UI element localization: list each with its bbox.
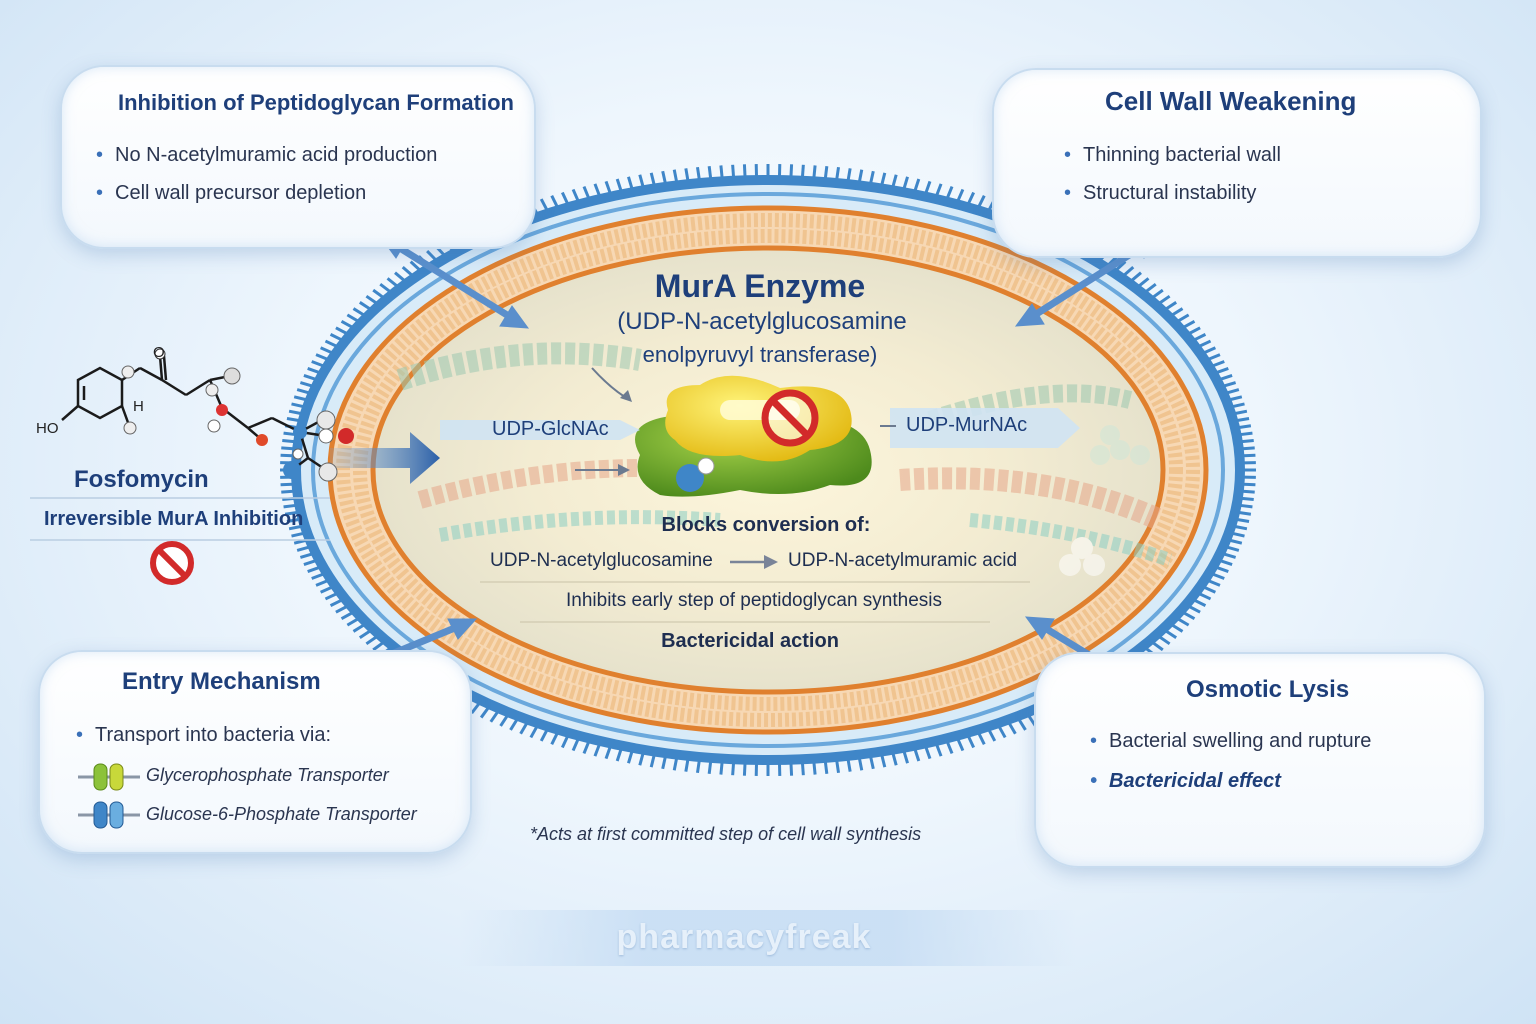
enzyme-title: MurA Enzyme xyxy=(654,268,866,304)
product-arrow xyxy=(890,408,1080,448)
product-label: UDP-MurNAc xyxy=(906,414,1028,436)
blue-transporter-icon xyxy=(78,801,140,829)
enzyme-no-entry-icon xyxy=(761,389,819,447)
mura-enzyme xyxy=(635,375,872,497)
conversion-from: UDP-N-acetylglucosamine xyxy=(490,550,713,571)
molecule-atoms xyxy=(121,348,354,482)
oxygen-atom-label: O xyxy=(153,344,165,361)
lysis-bullet-2: Bactericidal effect xyxy=(1090,770,1281,793)
peptidoglycan-box-title: Inhibition of Peptidoglycan Formation xyxy=(118,90,514,115)
conversion-to: UDP-N-acetylmuramic acid xyxy=(788,550,1018,571)
blocks-heading: Blocks conversion of: xyxy=(661,514,871,536)
osmotic-lysis-box xyxy=(1034,652,1486,868)
peptidoglycan-bullet-2: Cell wall precursor depletion xyxy=(96,182,366,205)
drug-entry-arrow xyxy=(330,432,440,484)
lysis-bullet-1: Bacterial swelling and rupture xyxy=(1090,730,1371,753)
watermark-band xyxy=(460,910,1076,966)
drug-name: Fosfomycin xyxy=(74,466,209,493)
transporter-glycerophosphate: Glycerophosphate Transporter xyxy=(78,762,458,792)
glycerophosphate-label: Glycerophosphate Transporter xyxy=(146,765,389,785)
enzyme-subtitle-line2: enolpyruvyl transferase) xyxy=(642,342,878,367)
entry-bullet: Transport into bacteria via: xyxy=(76,724,331,747)
fosfomycin-no-entry-icon xyxy=(150,541,194,585)
drug-subtitle: Irreversible MurA Inhibition xyxy=(44,508,304,530)
watermark-text: pharmacyfreak xyxy=(616,918,872,956)
ho-atom-label: HO xyxy=(36,420,59,437)
cell-wall-box-title: Cell Wall Weakening xyxy=(1105,86,1357,116)
cell-wall-bullet-1: Thinning bacterial wall xyxy=(1064,144,1281,167)
peptidoglycan-bullet-1: No N-acetylmuramic acid production xyxy=(96,144,437,167)
substrate-label: UDP-GlcNAc xyxy=(492,418,609,440)
green-transporter-icon xyxy=(78,763,140,791)
hydrogen-atom-label: H xyxy=(133,398,144,415)
fosfomycin-molecule xyxy=(61,355,327,472)
substrate-arrow xyxy=(440,420,640,440)
glucose-6-phosphate-label: Glucose-6-Phosphate Transporter xyxy=(146,804,417,824)
enzyme-subtitle-line1: (UDP-N-acetylglucosamine xyxy=(617,308,907,335)
entry-box-title: Entry Mechanism xyxy=(122,668,321,695)
lysis-box-title: Osmotic Lysis xyxy=(1186,676,1350,703)
footnote: *Acts at first committed step of cell wa… xyxy=(530,824,922,844)
inhibits-statement: Inhibits early step of peptidoglycan syn… xyxy=(566,590,942,611)
cell-wall-bullet-2: Structural instability xyxy=(1064,182,1256,205)
transporter-glucose-6-phosphate: Glucose-6-Phosphate Transporter xyxy=(78,800,458,830)
bactericidal-action: Bactericidal action xyxy=(661,630,839,652)
